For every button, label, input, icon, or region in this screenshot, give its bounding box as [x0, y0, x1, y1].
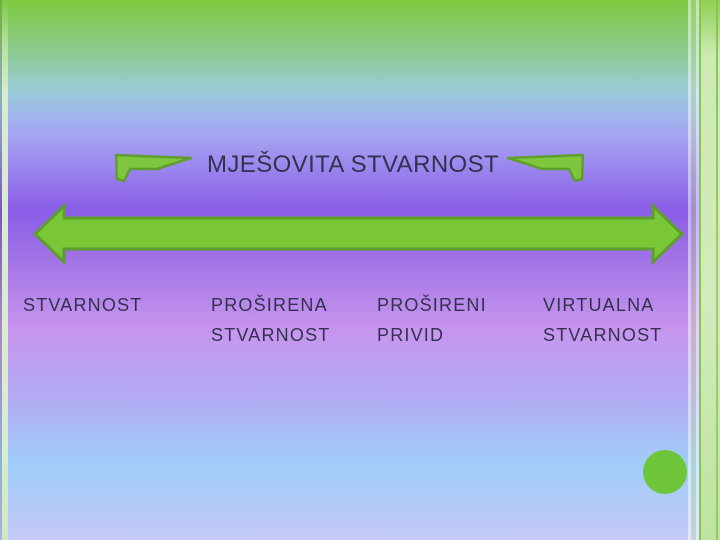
- continuum-double-arrow-icon: [32, 202, 685, 266]
- continuum-label-virtualna-stvarnost: VIRTUALNA STVARNOST: [543, 290, 662, 350]
- left-border-stripe: [2, 0, 8, 540]
- continuum-label-prosirena-stvarnost: PROŠIRENA STVARNOST: [211, 290, 330, 350]
- slide-title: MJEŠOVITA STVARNOST: [207, 151, 500, 178]
- label-line: STVARNOST: [543, 325, 663, 345]
- label-line: PRIVID: [377, 325, 445, 345]
- right-border-inner-line: [716, 0, 718, 540]
- label-line: PROŠIRENI: [377, 295, 487, 315]
- label-line: STVARNOST: [211, 325, 331, 345]
- continuum-label-prosireni-privid: PROŠIRENI PRIVID: [377, 290, 487, 350]
- decorative-circle-icon: [643, 450, 687, 494]
- left-corner-bracket-icon: [114, 153, 193, 183]
- right-border-pale-stripe-1: [688, 0, 691, 540]
- continuum-label-stvarnost: STVARNOST: [23, 290, 142, 320]
- right-border-green-stripe: [691, 0, 696, 540]
- label-line: STVARNOST: [23, 295, 143, 315]
- right-border-band: [699, 0, 720, 540]
- left-edge-line: [0, 0, 2, 540]
- right-border-pale-stripe-2: [696, 0, 699, 540]
- right-corner-bracket-icon: [506, 153, 585, 183]
- label-line: PROŠIRENA: [211, 295, 328, 315]
- label-line: VIRTUALNA: [543, 295, 655, 315]
